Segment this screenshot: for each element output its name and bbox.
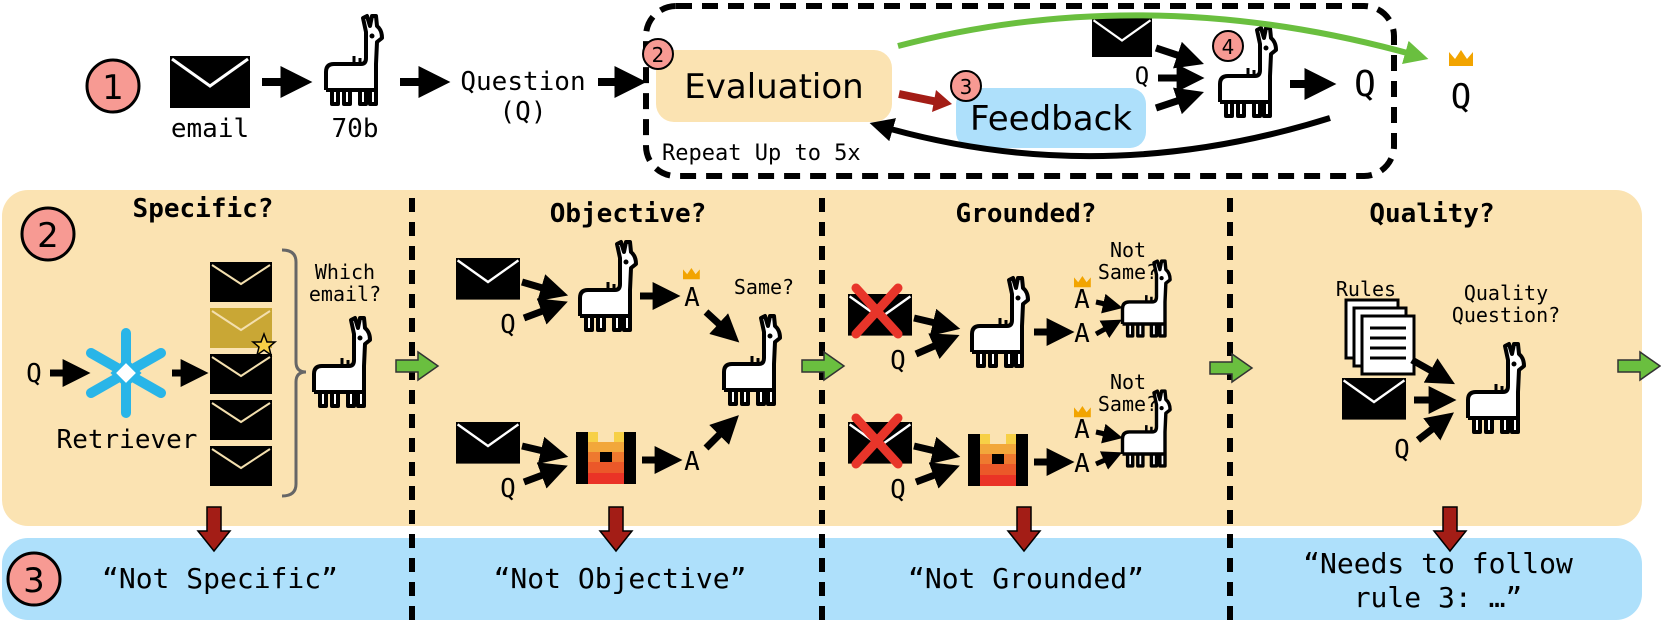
feedback-not-objective: “Not Objective” (494, 562, 747, 595)
loop-q-output: Q (1354, 64, 1376, 105)
step-3-badge (6, 551, 62, 607)
crown-icon (1449, 50, 1473, 66)
obj-q1: Q (500, 310, 516, 340)
not-same-1-l1: Not (1110, 238, 1146, 262)
step-2-number-small: 2 (652, 43, 665, 67)
retrieved-email-list (209, 261, 278, 487)
feedback-box (956, 88, 1146, 148)
feedback-not-grounded: “Not Grounded” (908, 562, 1144, 595)
email-brace (281, 248, 307, 498)
specific-title: Specific? (133, 194, 274, 224)
quality-title: Quality? (1369, 199, 1494, 229)
which-email-l1: Which (315, 260, 375, 284)
obj-a2: A (684, 447, 700, 477)
loop-q-input: Q (1135, 62, 1149, 90)
feedback-not-specific: “Not Specific” (102, 562, 338, 595)
step-1-number: 1 (102, 68, 124, 108)
retriever-label: Retriever (57, 425, 198, 455)
step-3-number: 3 (23, 561, 45, 601)
obj-a1: A (684, 283, 700, 313)
step-2-badge-small (642, 38, 674, 70)
loop-back-arrow (869, 115, 1331, 160)
llama-70b-icon (324, 14, 384, 106)
rules-label: Rules (1336, 277, 1396, 301)
quality-q: Q (1394, 435, 1410, 465)
step-4-number-small: 4 (1222, 35, 1235, 59)
gr-a4: A (1074, 449, 1090, 479)
quality-question-l2: Question? (1452, 303, 1560, 327)
which-email-l2: email? (309, 282, 381, 306)
model-label: 70b (332, 114, 379, 144)
accept-arrow (897, 12, 1429, 64)
gr-q1: Q (890, 346, 906, 376)
quality-question-l1: Quality (1464, 281, 1548, 305)
step-2-number: 2 (37, 216, 59, 256)
not-same-2-l2: Same? (1098, 392, 1158, 416)
same-label: Same? (734, 275, 794, 299)
eval-to-feedback-arrow (898, 90, 939, 106)
gr-a2: A (1074, 319, 1090, 349)
not-same-2-l1: Not (1110, 370, 1146, 394)
email-icon-loop (1090, 16, 1154, 59)
email-icon-obj-1 (454, 256, 522, 301)
snowflake-icon (86, 328, 166, 418)
evaluation-box (656, 50, 892, 122)
final-q: Q (1451, 77, 1471, 117)
email-icon-obj-2 (454, 420, 522, 465)
email-icon-quality (1340, 376, 1408, 421)
gr-a3: A (1074, 415, 1090, 445)
objective-title: Objective? (550, 199, 707, 229)
specific-q: Q (26, 359, 42, 389)
feedback-rule-l1: “Needs to follow (1303, 547, 1573, 580)
step-3-number-small: 3 (960, 75, 973, 99)
step-3-badge-small (950, 70, 982, 102)
email-label: email (171, 114, 249, 144)
gr-a1: A (1074, 285, 1090, 315)
evaluation-label: Evaluation (684, 67, 863, 107)
gr-q2: Q (890, 475, 906, 505)
repeat-label: Repeat Up to 5x (662, 141, 861, 166)
step-2-badge (20, 206, 76, 262)
feedback-rule-l2: rule 3: …” (1354, 581, 1523, 614)
not-same-1-l2: Same? (1098, 260, 1158, 284)
grounded-title: Grounded? (956, 199, 1097, 229)
step-1-badge (85, 58, 141, 114)
email-icon (168, 54, 252, 110)
obj-q2: Q (500, 474, 516, 504)
step-4-badge-small (1212, 30, 1244, 62)
feedback-label: Feedback (970, 99, 1132, 139)
refine-loop-box (643, 3, 1397, 179)
question-label: Question (460, 67, 585, 97)
question-sub-label: (Q) (500, 97, 547, 127)
rules-doc-icon (1344, 298, 1416, 376)
